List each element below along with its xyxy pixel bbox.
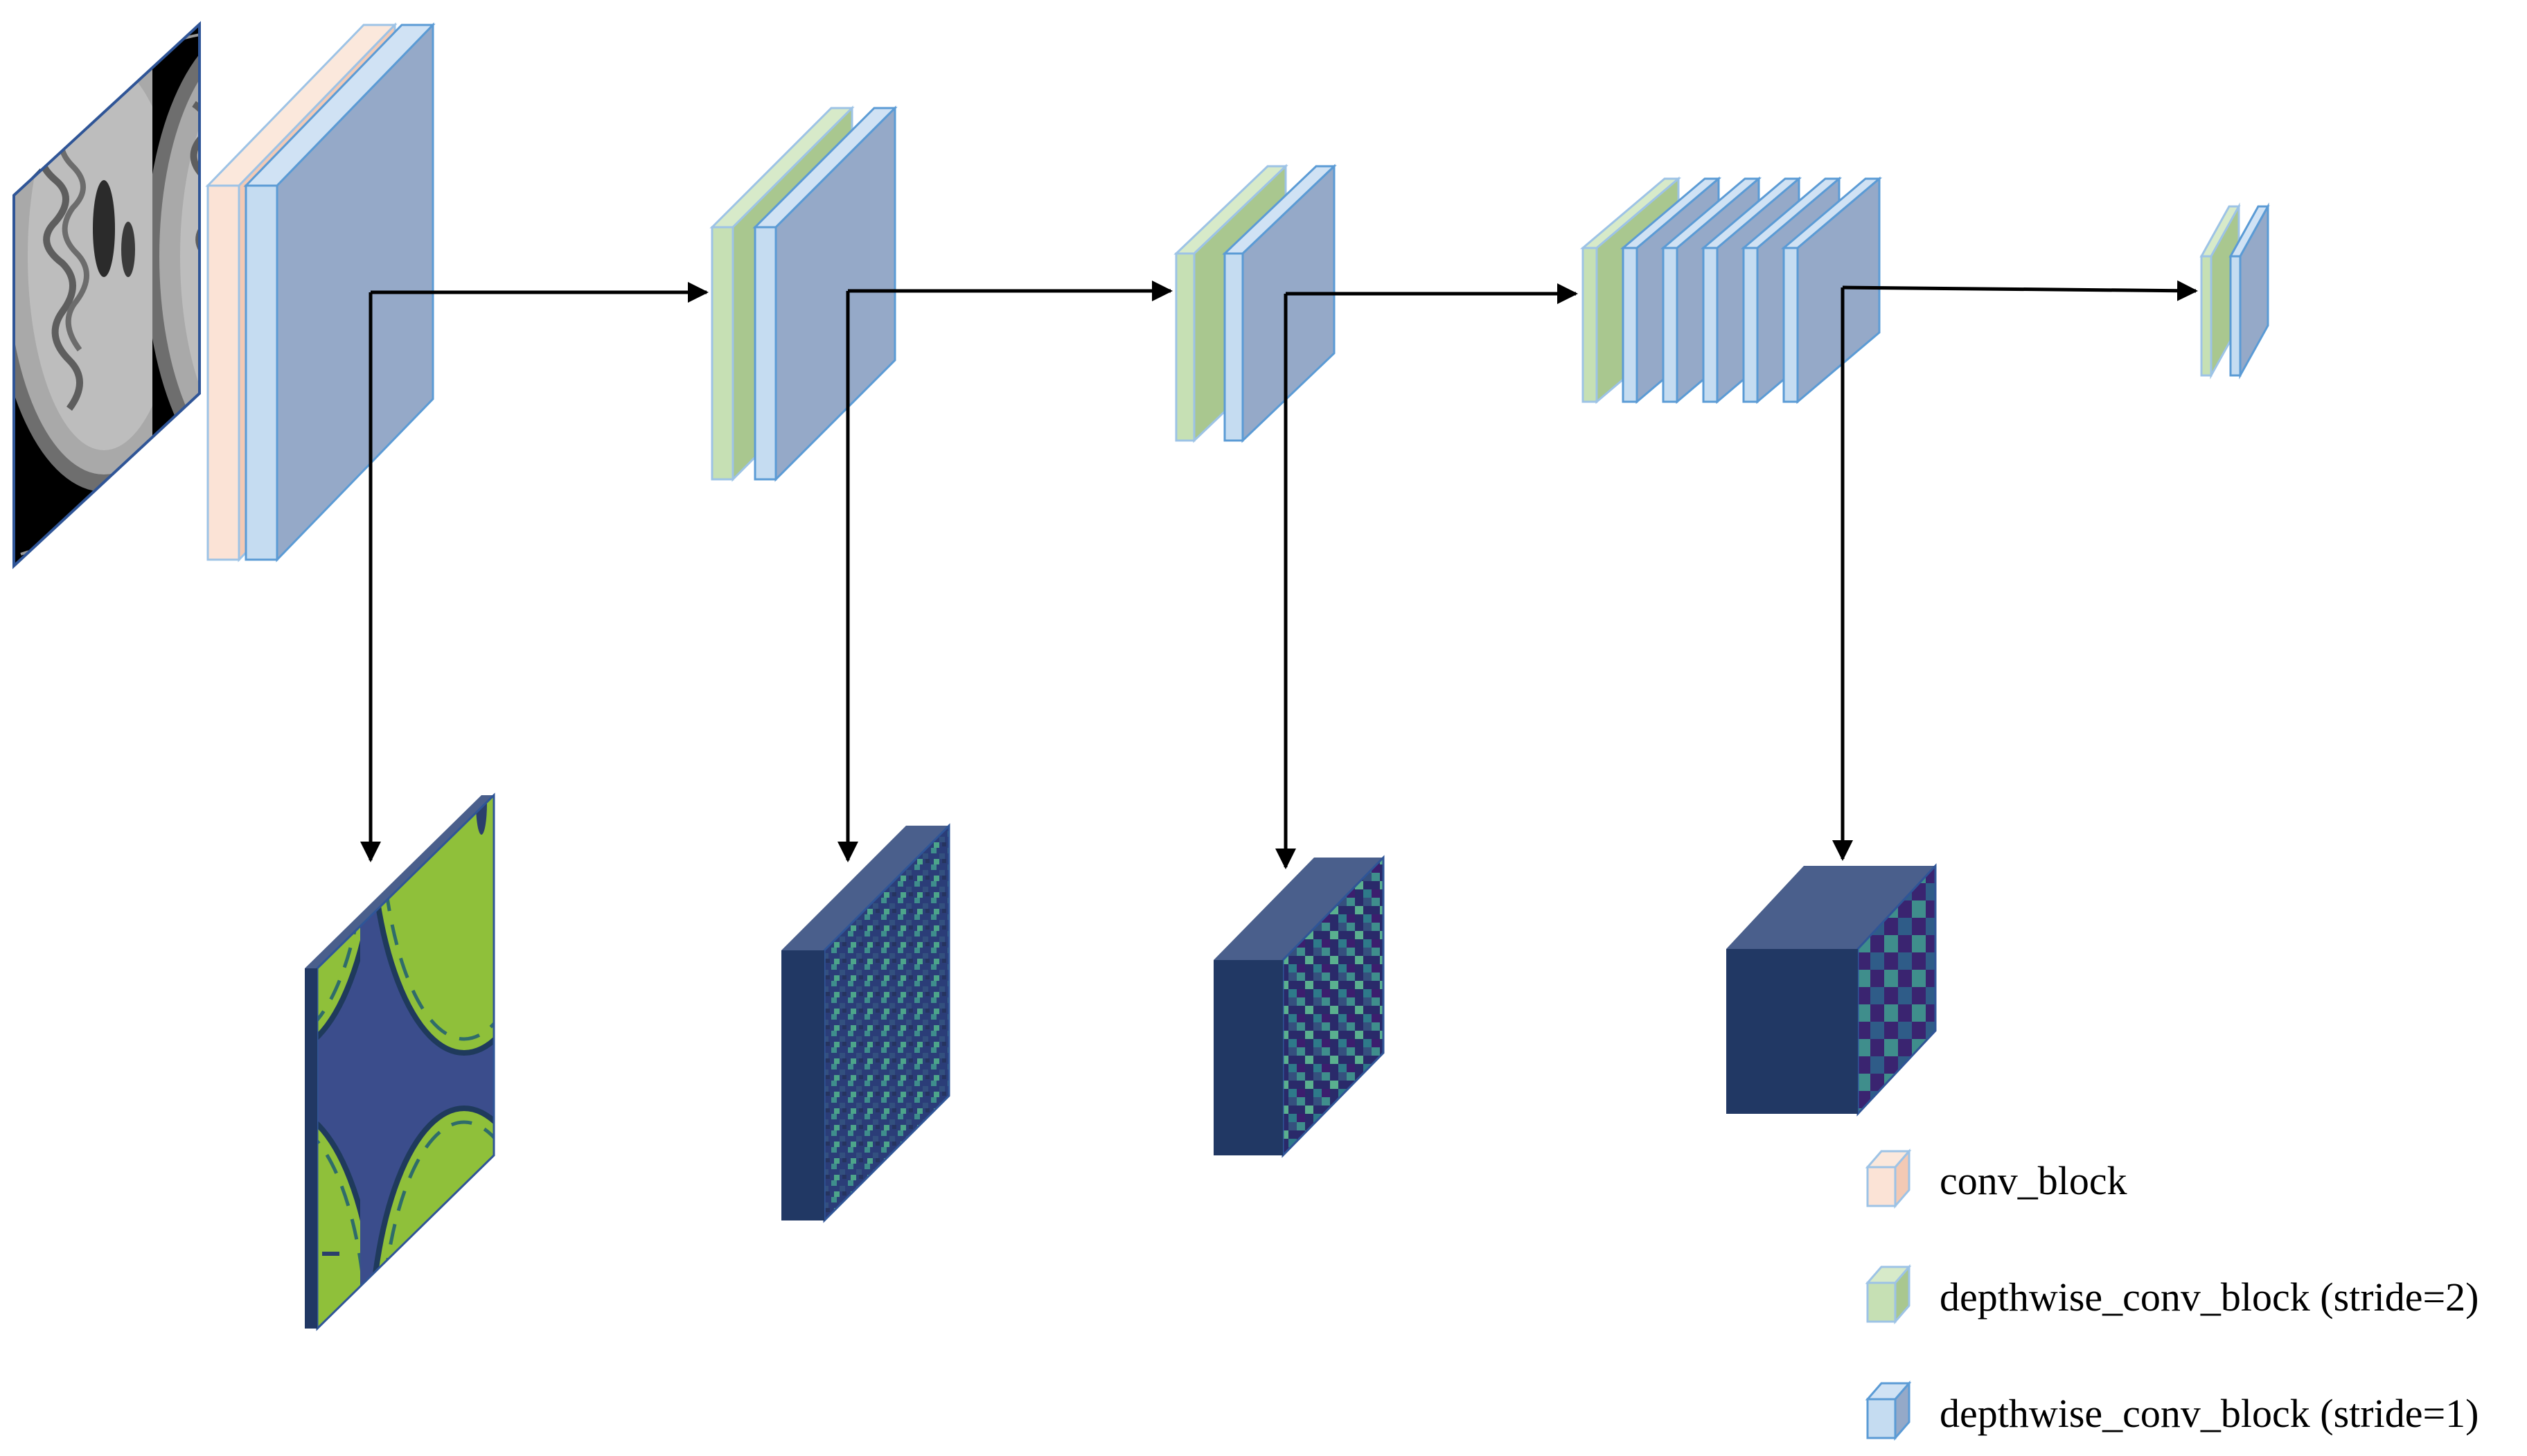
feature-map-3 <box>1214 855 1385 1158</box>
stage-3 <box>1173 163 1337 443</box>
depthwise-conv-block-stride1-block <box>2228 202 2270 380</box>
connector-arrow-4 <box>1832 280 2198 861</box>
depthwise-conv-block-stride1-block <box>243 22 436 562</box>
connector-arrow-3 <box>1275 283 1578 869</box>
depthwise-conv-block-stride1-block <box>1780 176 1883 405</box>
legend-item-depthwise-stride1: depthwise_conv_block (stride=1) <box>1865 1380 2479 1441</box>
legend-label: depthwise_conv_block (stride=2) <box>1940 1275 2479 1320</box>
feature-map-1 <box>305 792 495 1331</box>
stage-2 <box>709 105 898 482</box>
legend-item-depthwise-stride2: depthwise_conv_block (stride=2) <box>1865 1263 2479 1325</box>
legend-item-conv-block: conv_block <box>1865 1148 2127 1209</box>
input-mri-slice <box>12 21 201 569</box>
encoder-blocks <box>205 22 2270 562</box>
conv-block-swatch-icon <box>1865 1148 1912 1209</box>
connector-arrow-1 <box>360 282 709 862</box>
legend: conv_block depthwise_conv_block (stride=… <box>1865 1148 2479 1441</box>
legend-label: conv_block <box>1940 1158 2127 1203</box>
stage-4 <box>1579 176 1883 405</box>
connector-arrow-2 <box>837 281 1173 862</box>
feature-map-2 <box>781 823 950 1223</box>
depthwise-conv-block-stride1-block <box>752 105 898 482</box>
stage-1 <box>205 22 436 562</box>
depthwise-conv-block-stride1-block <box>1222 163 1337 443</box>
depthwise-stride2-swatch-icon <box>1865 1263 1912 1325</box>
brain-mri-image <box>12 21 201 569</box>
depthwise-stride1-swatch-icon <box>1865 1380 1912 1441</box>
feature-maps <box>305 792 1937 1331</box>
legend-label: depthwise_conv_block (stride=1) <box>1940 1391 2479 1436</box>
stage-5 <box>2199 202 2270 380</box>
feature-map-4 <box>1726 863 1937 1117</box>
connection-arrows <box>360 280 2198 869</box>
